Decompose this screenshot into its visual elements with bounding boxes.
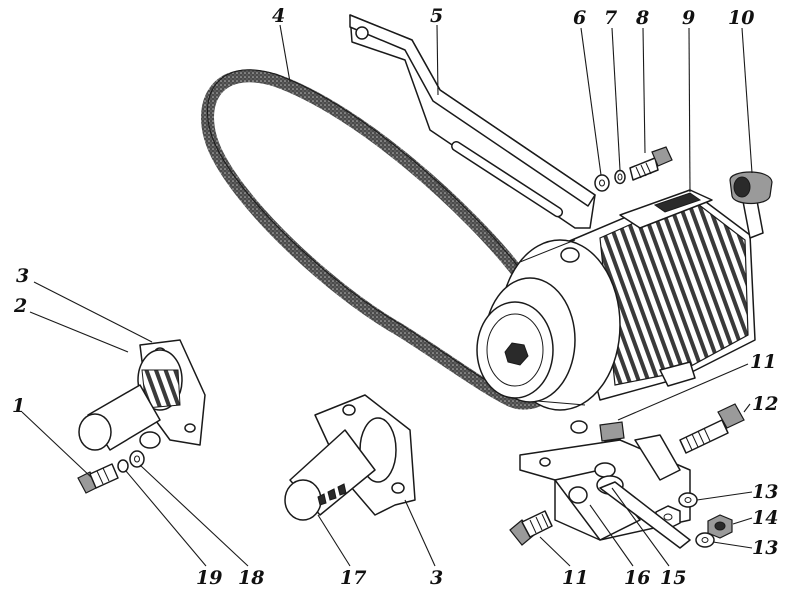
- callout-16: 16: [624, 567, 650, 589]
- callout-1: 1: [12, 395, 25, 417]
- spring-washer-7: [614, 169, 626, 185]
- bolt-1: [77, 463, 119, 494]
- callout-5: 5: [430, 5, 443, 27]
- callout-19: 19: [196, 567, 222, 589]
- callout-13-lower: 13: [752, 537, 778, 559]
- bolt-8: [629, 146, 673, 181]
- adjusting-bracket: [349, 14, 596, 229]
- callout-7: 7: [604, 7, 617, 29]
- washer-18: [129, 450, 145, 468]
- callout-3-left: 3: [16, 265, 29, 287]
- callout-11-upper: 11: [750, 351, 776, 373]
- bolt-11-lower: [509, 510, 553, 546]
- callout-9: 9: [682, 7, 695, 29]
- callout-18: 18: [238, 567, 264, 589]
- bracket-arm-15: [599, 481, 691, 549]
- callout-11-lower: 11: [562, 567, 588, 589]
- callout-15: 15: [660, 567, 686, 589]
- callout-14: 14: [752, 507, 778, 529]
- drive-belt: [201, 69, 562, 410]
- washer-13-lower: [695, 532, 715, 548]
- callout-3-middle: 3: [430, 567, 443, 589]
- callout-10: 10: [728, 7, 754, 29]
- callout-labels: 1 2 3 4 5 6 7 8 9 10 11 12 13 14 13 15 1…: [12, 5, 778, 589]
- washer-6: [594, 174, 610, 192]
- callout-2: 2: [13, 295, 27, 317]
- callout-4: 4: [272, 5, 285, 27]
- drive-housing-17: [284, 394, 416, 521]
- alternator: [476, 189, 756, 434]
- bolt-12: [679, 403, 745, 454]
- drive-unit-2: [78, 339, 206, 451]
- callout-13-upper: 13: [752, 481, 778, 503]
- callout-8: 8: [635, 7, 649, 29]
- leader-lines: [21, 24, 753, 567]
- terminal-cap: [729, 171, 773, 239]
- callout-12: 12: [752, 393, 778, 415]
- callout-17: 17: [340, 567, 366, 589]
- callout-6: 6: [573, 7, 586, 29]
- spring-washer-19: [117, 459, 129, 473]
- washer-13-upper: [678, 492, 698, 508]
